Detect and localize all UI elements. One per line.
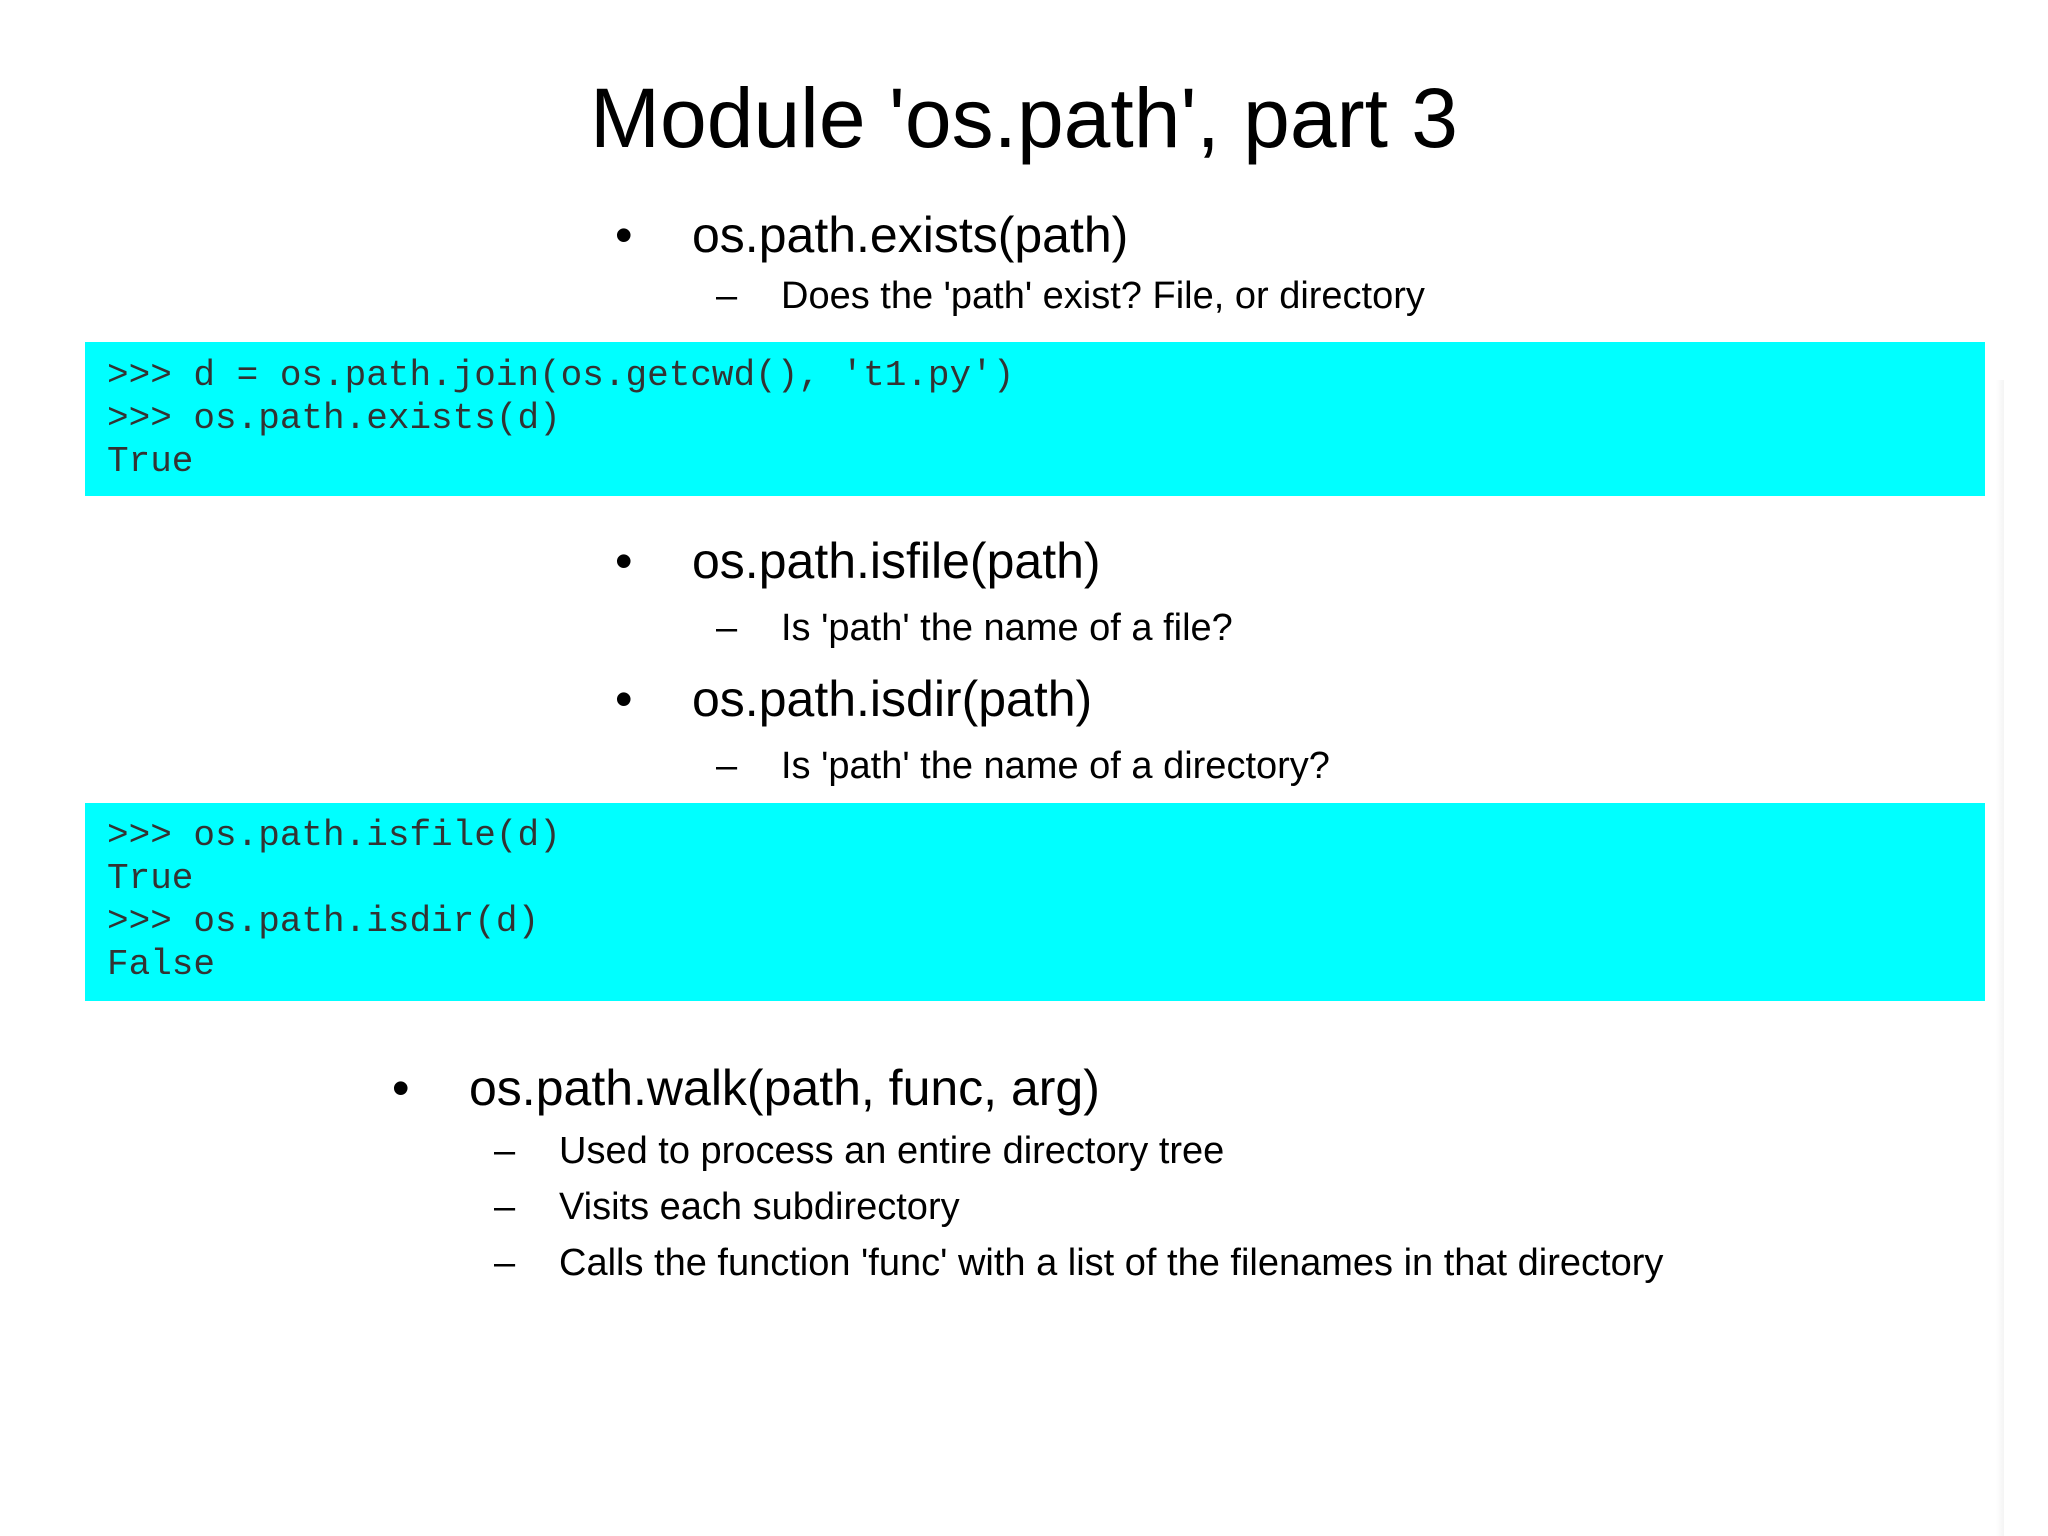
sub-text: Used to process an entire directory tree: [559, 1130, 1225, 1172]
bullet-marker: •: [615, 533, 633, 589]
bullet-text: os.path.isfile(path): [692, 533, 1101, 589]
dash-marker: –: [494, 1186, 516, 1228]
code-line: >>> os.path.isdir(d): [107, 901, 540, 942]
sub-text: Does the 'path' exist? File, or director…: [781, 275, 1425, 317]
bullet-marker: •: [392, 1060, 410, 1116]
sub-text: Is 'path' the name of a directory?: [781, 745, 1330, 787]
slide-edge-shadow: [1996, 380, 2004, 1536]
dash-marker: –: [716, 607, 738, 649]
sub-text: Is 'path' the name of a file?: [781, 607, 1233, 649]
slide-title: Module 'os.path', part 3: [590, 71, 1458, 165]
code-line: True: [107, 441, 194, 482]
code-line: False: [107, 944, 216, 985]
code-block-exists: >>> d = os.path.join(os.getcwd(), 't1.py…: [85, 342, 1985, 496]
code-line: >>> os.path.isfile(d): [107, 815, 561, 856]
dash-marker: –: [494, 1130, 516, 1172]
code-line: >>> os.path.exists(d): [107, 398, 561, 439]
code-block-isfile-isdir: >>> os.path.isfile(d) True >>> os.path.i…: [85, 803, 1985, 1001]
code-line: True: [107, 858, 194, 899]
code-line: >>> d = os.path.join(os.getcwd(), 't1.py…: [107, 355, 1015, 396]
bullet-text: os.path.exists(path): [692, 207, 1129, 263]
bullet-text: os.path.walk(path, func, arg): [469, 1060, 1100, 1116]
bullet-marker: •: [615, 671, 633, 727]
dash-marker: –: [716, 745, 738, 787]
sub-text: Visits each subdirectory: [559, 1186, 960, 1228]
bullet-text: os.path.isdir(path): [692, 671, 1093, 727]
dash-marker: –: [716, 275, 738, 317]
sub-text: Calls the function 'func' with a list of…: [559, 1242, 1664, 1284]
bullet-marker: •: [615, 207, 633, 263]
dash-marker: –: [494, 1242, 516, 1284]
